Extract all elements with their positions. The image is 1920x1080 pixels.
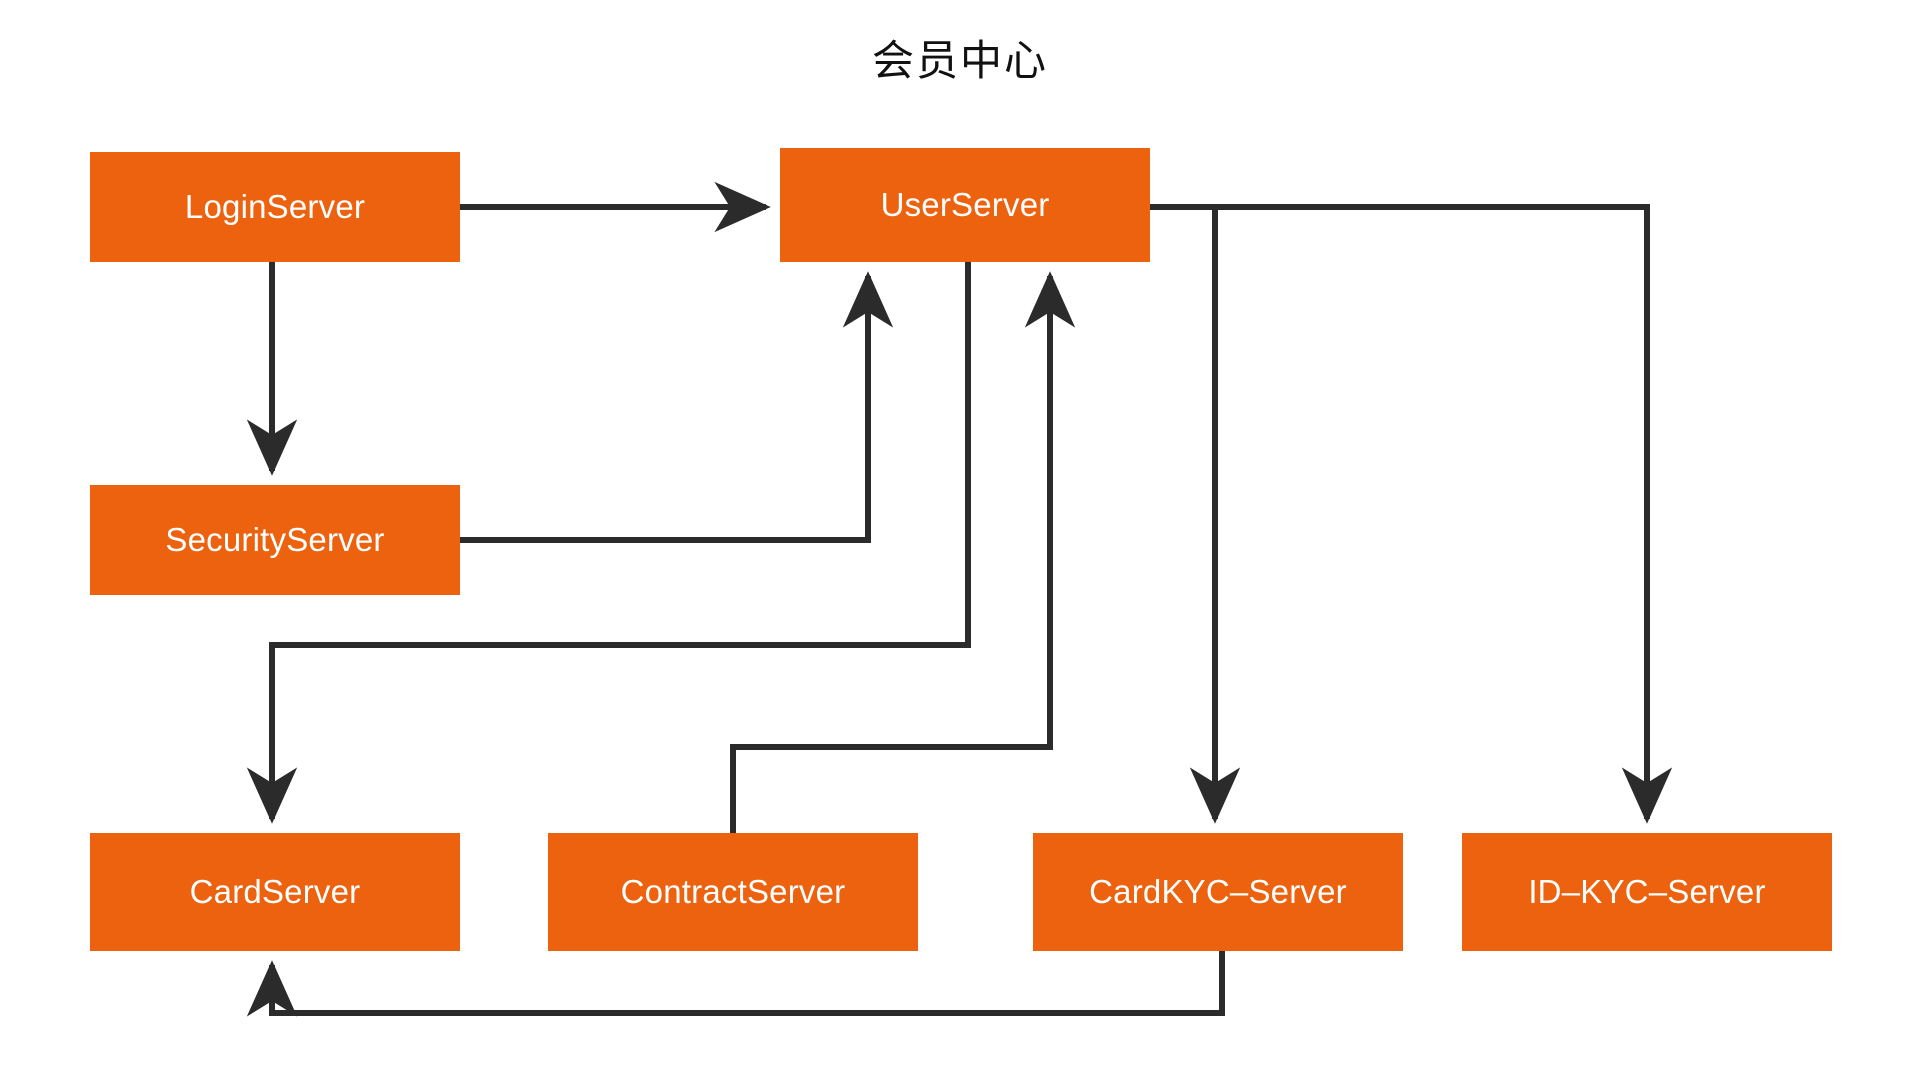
node-idkyc-server[interactable]: ID–KYC–Server <box>1462 833 1832 951</box>
node-login-server[interactable]: LoginServer <box>90 152 460 262</box>
node-label-card-server: CardServer <box>189 873 361 910</box>
edge-contract-to-user <box>730 271 1076 833</box>
node-label-contract-server: ContractServer <box>620 873 846 910</box>
node-label-idkyc-server: ID–KYC–Server <box>1528 873 1766 910</box>
edge-cardkyc-to-card <box>246 951 1225 1017</box>
node-label-security-server: SecurityServer <box>165 521 385 558</box>
node-user-server[interactable]: UserServer <box>780 148 1150 262</box>
edge-user-to-cardkyc <box>1150 204 1241 824</box>
node-label-cardkyc-server: CardKYC–Server <box>1089 873 1347 910</box>
node-cardkyc-server[interactable]: CardKYC–Server <box>1033 833 1403 951</box>
node-label-user-server: UserServer <box>880 186 1050 223</box>
edge-security-to-user <box>460 271 894 543</box>
node-card-server[interactable]: CardServer <box>90 833 460 951</box>
edge-user-to-idkyc <box>1150 204 1673 824</box>
edge-user-to-card <box>246 262 971 824</box>
node-label-login-server: LoginServer <box>184 188 366 225</box>
node-security-server[interactable]: SecurityServer <box>90 485 460 595</box>
page-title: 会员中心 <box>871 36 1048 85</box>
node-contract-server[interactable]: ContractServer <box>548 833 918 951</box>
